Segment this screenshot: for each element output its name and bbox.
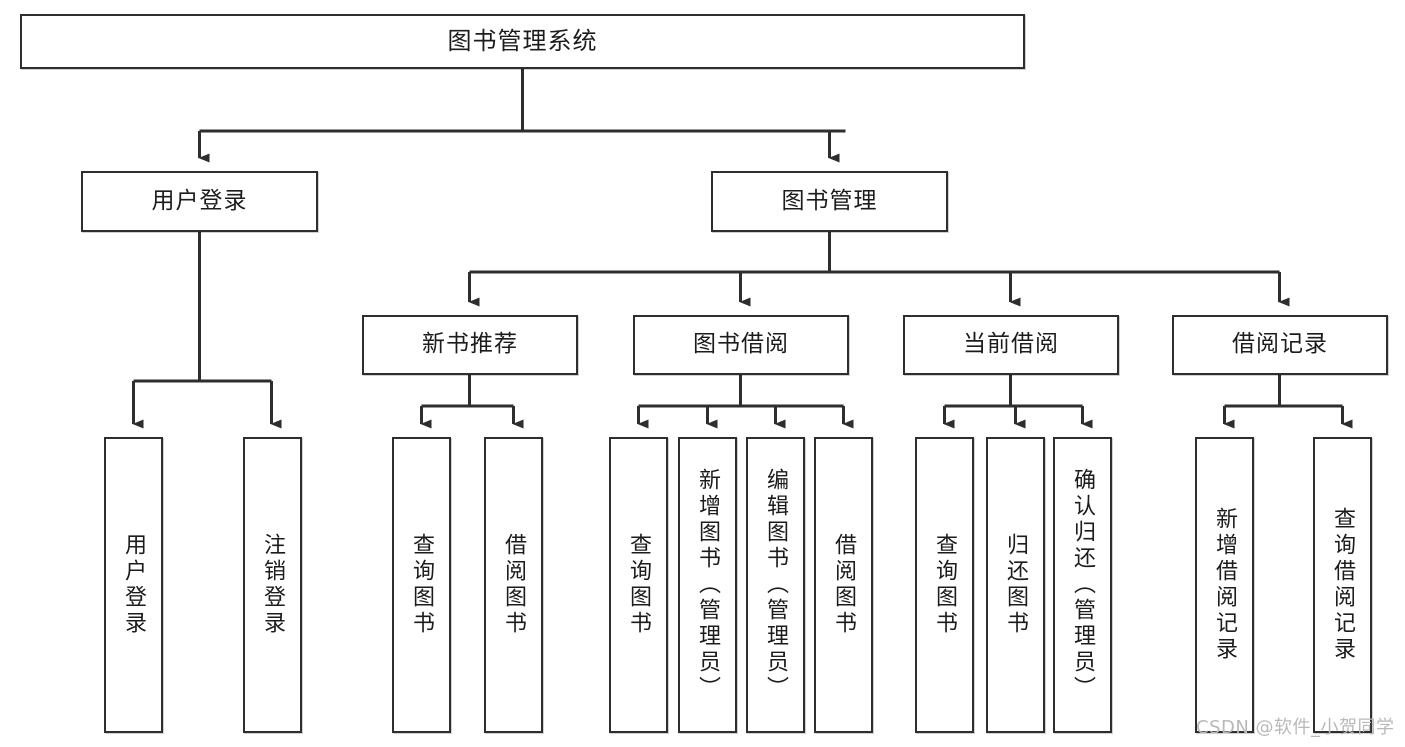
node-new-book-rec-label: 新书推荐 [422, 331, 518, 358]
node-book-manage-label: 图书管理 [781, 187, 878, 214]
node-book-borrow[interactable]: 图书借阅 [633, 315, 849, 375]
edges-userlogin-to-leaves [132, 232, 282, 429]
node-leaf-add-record-label: 新增借阅记录 [1212, 507, 1238, 663]
node-root[interactable]: 图书管理系统 [20, 14, 1025, 69]
node-leaf-borrow-book-rec[interactable]: 借阅图书 [484, 437, 543, 733]
edges-currentborrow-to-leaves [943, 375, 1093, 429]
node-leaf-query-book-rec[interactable]: 查询图书 [392, 437, 451, 733]
node-leaf-query-book-rec-label: 查询图书 [409, 533, 435, 637]
edges-bookborrow-to-leaves [637, 375, 854, 429]
node-leaf-edit-book[interactable]: 编辑图书（管理员） [746, 437, 805, 733]
node-user-login[interactable]: 用户登录 [81, 171, 318, 232]
node-borrow-record-label: 借阅记录 [1232, 331, 1328, 358]
node-current-borrow-label: 当前借阅 [963, 331, 1059, 358]
node-leaf-user-login[interactable]: 用户登录 [104, 437, 163, 733]
node-leaf-user-login-label: 用户登录 [121, 533, 147, 637]
node-leaf-logout-label: 注销登录 [260, 533, 286, 637]
node-leaf-borrow-book[interactable]: 借阅图书 [814, 437, 873, 733]
node-current-borrow[interactable]: 当前借阅 [903, 315, 1119, 375]
node-leaf-add-book-label: 新增图书（管理员） [695, 468, 721, 702]
node-leaf-query-book[interactable]: 查询图书 [609, 437, 668, 733]
node-leaf-borrow-book-rec-label: 借阅图书 [501, 533, 527, 637]
node-borrow-record[interactable]: 借阅记录 [1172, 315, 1388, 375]
node-book-borrow-label: 图书借阅 [693, 331, 789, 358]
node-leaf-add-record[interactable]: 新增借阅记录 [1195, 437, 1254, 733]
node-leaf-query-book-cur[interactable]: 查询图书 [915, 437, 974, 733]
node-user-login-label: 用户登录 [151, 187, 248, 214]
node-leaf-query-book-label: 查询图书 [626, 533, 652, 637]
csdn-watermark: CSDN @软件_小贺同学 [1196, 713, 1395, 739]
edges-borrowrecord-to-leaves [1223, 375, 1353, 429]
edges-bookmanage-to-level3 [468, 232, 1290, 307]
csdn-watermark-text: CSDN @软件_小贺同学 [1196, 717, 1395, 738]
node-leaf-query-record[interactable]: 查询借阅记录 [1313, 437, 1372, 733]
node-leaf-return-book-label: 归还图书 [1003, 533, 1029, 637]
node-leaf-confirm-return-label: 确认归还（管理员） [1070, 468, 1096, 702]
node-leaf-edit-book-label: 编辑图书（管理员） [763, 468, 789, 702]
node-leaf-logout[interactable]: 注销登录 [243, 437, 302, 733]
node-leaf-return-book[interactable]: 归还图书 [986, 437, 1045, 733]
node-leaf-borrow-book-label: 借阅图书 [831, 533, 857, 637]
node-leaf-add-book[interactable]: 新增图书（管理员） [678, 437, 737, 733]
edges-root-to-level2 [198, 69, 846, 163]
node-leaf-query-book-cur-label: 查询图书 [932, 533, 958, 637]
node-root-label: 图书管理系统 [447, 27, 598, 56]
node-leaf-query-record-label: 查询借阅记录 [1330, 507, 1356, 663]
node-leaf-confirm-return[interactable]: 确认归还（管理员） [1053, 437, 1112, 733]
node-book-manage[interactable]: 图书管理 [711, 171, 948, 232]
node-new-book-rec[interactable]: 新书推荐 [362, 315, 578, 375]
edges-newbookrec-to-leaves [420, 375, 524, 429]
